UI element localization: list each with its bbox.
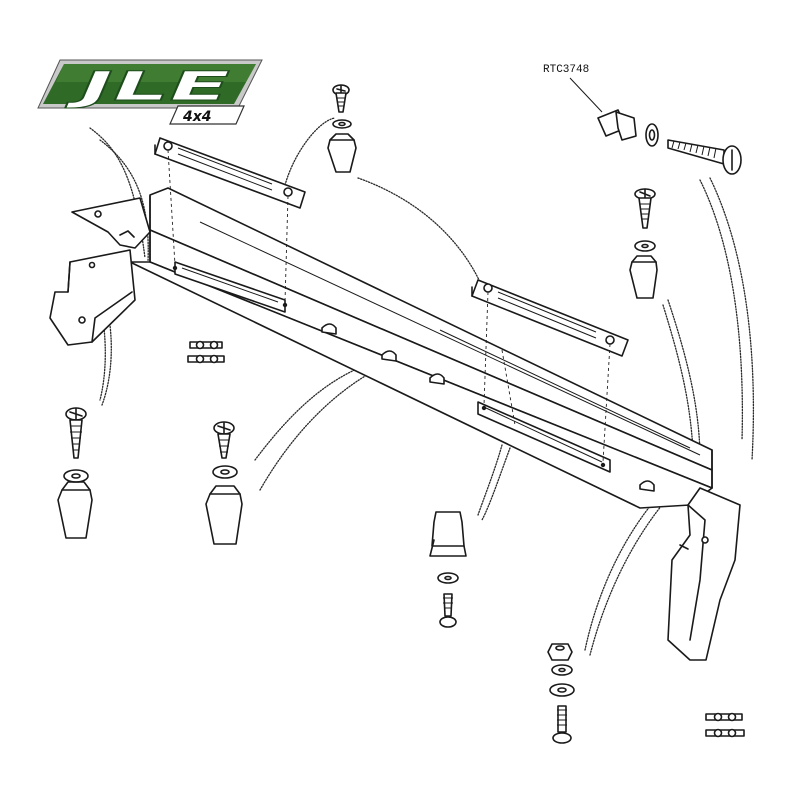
nut-bolt-right-bottom — [547, 643, 575, 744]
logo-brand-text: JLE — [64, 64, 230, 110]
main-channel-bracket — [71, 187, 713, 509]
upper-slotted-plate-left — [154, 137, 306, 209]
screw-clip-right-upper — [629, 188, 658, 299]
screw-clip-center-lower — [205, 421, 243, 545]
logo-sub-text: 4x4 — [182, 109, 212, 125]
clip-screw-center-bottom — [429, 511, 467, 628]
jle-logo: JLE 4x4 — [37, 59, 263, 125]
clip-pair-right — [705, 712, 745, 738]
right-end-bracket — [667, 487, 741, 661]
clip-pair-left — [187, 340, 225, 364]
upper-slotted-plate-right — [471, 279, 629, 357]
alignment-lines — [167, 149, 611, 463]
screw-clip-left-lower — [57, 407, 93, 539]
rtc3748-assembly: RTC3748 — [543, 64, 742, 175]
part-number-label: RTC3748 — [543, 64, 589, 76]
left-end-bracket — [49, 249, 136, 346]
screw-clip-top-center — [327, 84, 357, 173]
